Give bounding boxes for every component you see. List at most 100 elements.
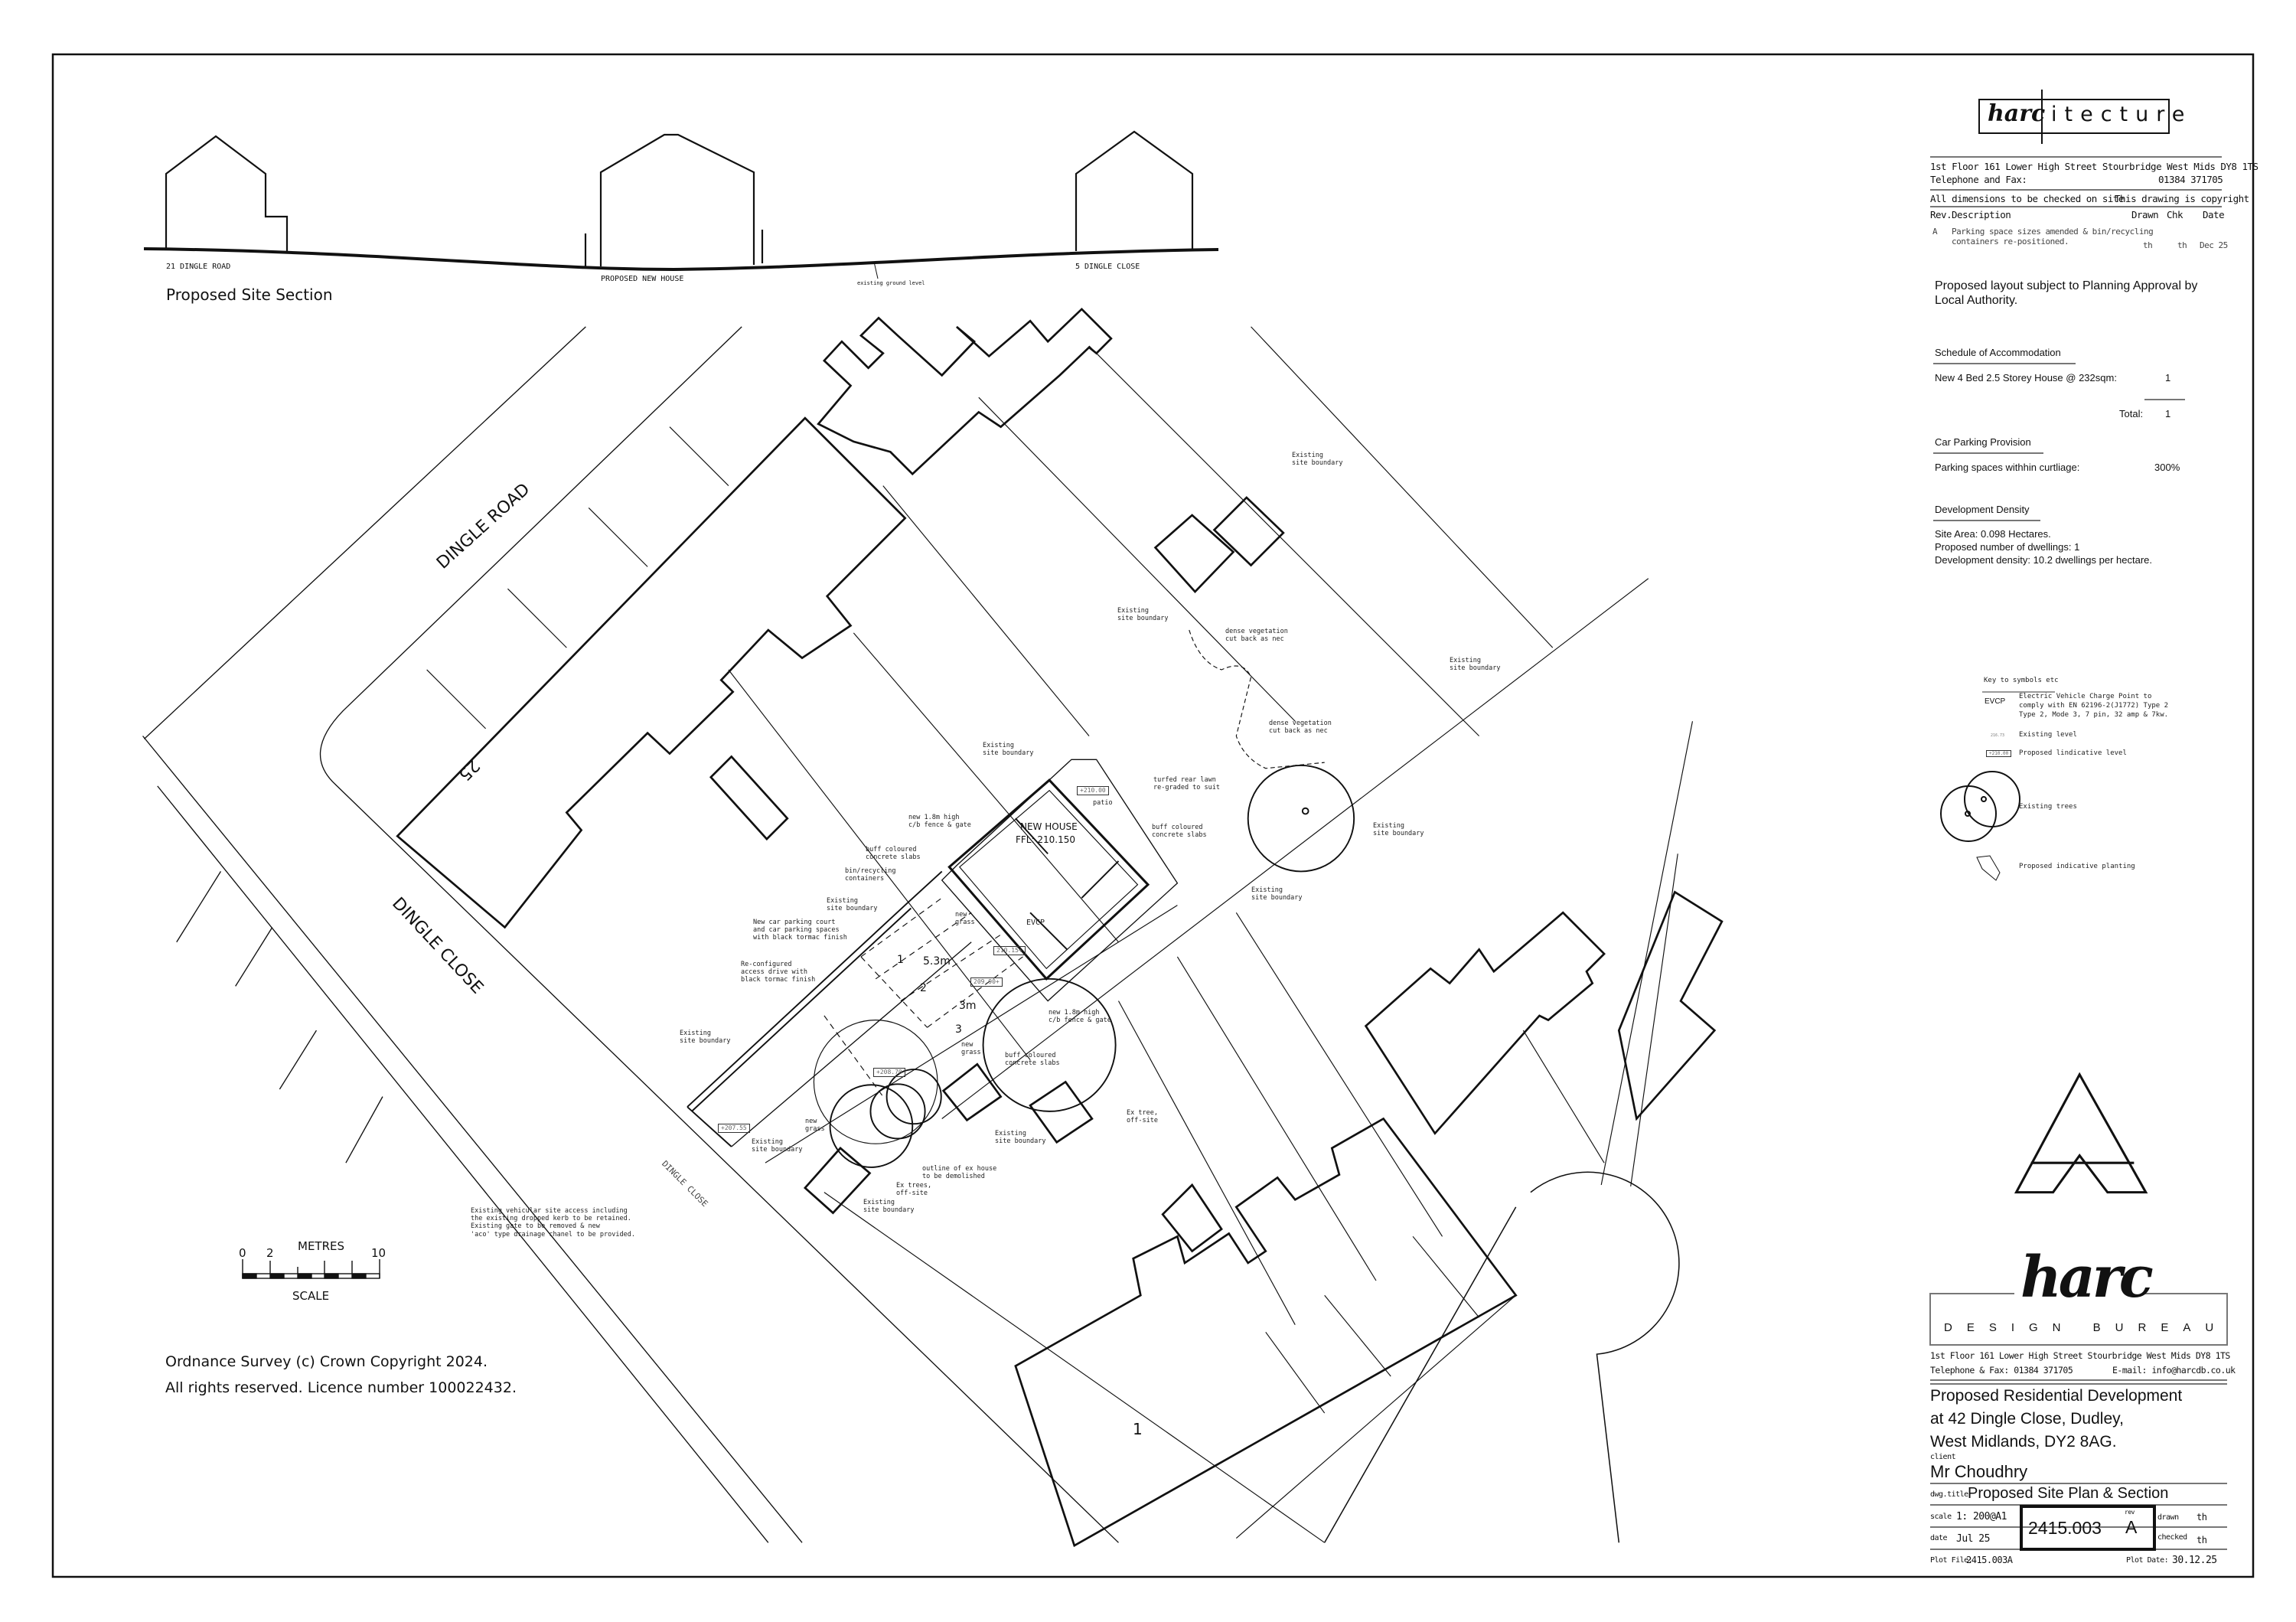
annotation-slabs: buff coloured concrete slabs — [1152, 824, 1207, 840]
annotation-site-boundary: Existing site boundary — [827, 897, 878, 913]
building-north — [817, 307, 1113, 476]
outbuilding — [1161, 1183, 1223, 1253]
parking-bay-3: 3 — [955, 1023, 962, 1036]
checked-value: th — [2197, 1535, 2207, 1545]
proposed-level: +208.70 — [873, 1068, 905, 1077]
density-site-area: Site Area: 0.098 Hectares. — [1935, 528, 2051, 540]
copyright-line-1: Ordnance Survey (c) Crown Copyright 2024… — [165, 1353, 488, 1370]
plot-boundaries — [426, 326, 1694, 1543]
planting-symbol — [1976, 855, 2001, 881]
revision-drawn: th — [2143, 240, 2153, 250]
section-label-ground-level: existing ground level — [857, 280, 925, 286]
scale-tick-2: 2 — [266, 1246, 274, 1260]
rev-header-date: Date — [2203, 209, 2225, 220]
access-wall — [687, 870, 943, 1112]
annotation-demolish: outline of ex house to be demolished — [922, 1165, 997, 1181]
new-house-ffl: FFL: 210.150 — [1016, 834, 1075, 845]
key-evcp-symbol: EVCP — [1985, 697, 2006, 706]
section-title: Proposed Site Section — [166, 286, 333, 304]
title-block-lines — [1929, 1293, 2228, 1551]
client-name: Mr Choudhry — [1930, 1462, 2028, 1481]
annotation-vegetation: dense vegetation cut back as nec — [1225, 628, 1288, 644]
house-number-1: 1 — [1133, 1420, 1143, 1438]
schedule-item-value: 1 — [2165, 372, 2171, 383]
outbuilding — [709, 755, 789, 841]
planning-note: Proposed layout subject to Planning Appr… — [1935, 279, 2198, 308]
annotation-bins: bin/recycling containers — [845, 867, 896, 883]
existing-trees — [813, 764, 1355, 1168]
north-arrow — [2014, 1072, 2148, 1194]
dimensions-note: All dimensions to be checked on site — [1930, 193, 2124, 204]
scale-bar — [242, 1259, 380, 1279]
annotation-fence: new 1.8m high c/b fence & gate — [908, 814, 971, 830]
site-boundary-new — [941, 759, 1179, 1002]
key-existing-level-sample: 216.73 — [1991, 733, 2005, 738]
parking-width-dimension: 3m — [959, 1000, 977, 1012]
annotation-ex-trees: Ex trees, off-site — [896, 1182, 932, 1198]
section-label-new-house: PROPOSED NEW HOUSE — [601, 275, 684, 283]
harcitecture-logo-right: itecture — [2051, 103, 2193, 126]
proposed-level: +207.55 — [718, 1124, 750, 1133]
key-planting: Proposed indicative planting — [2019, 863, 2135, 870]
parking-bay-2: 2 — [920, 982, 927, 994]
parking-title: Car Parking Provision — [1935, 436, 2031, 448]
header-address: 1st Floor 161 Lower High Street Stourbri… — [1930, 161, 2258, 172]
parking-depth-dimension: 5.3m — [923, 955, 951, 968]
tree-trunk — [1301, 807, 1309, 815]
annotation-site-boundary: Existing site boundary — [1373, 822, 1424, 838]
parking-value: 300% — [2154, 462, 2180, 473]
copyright-note: This drawing is copyright — [2115, 193, 2249, 204]
density-dwellings: Proposed number of dwellings: 1 — [1935, 541, 2080, 553]
annotation-new-grass: new grass — [955, 911, 975, 927]
drawing-number: 2415.003 — [2028, 1518, 2102, 1538]
site-section — [143, 130, 1219, 279]
proposed-level: +210.00 — [1077, 786, 1109, 795]
scale-tick-0: 0 — [239, 1246, 246, 1260]
rev-label: rev — [2125, 1509, 2135, 1516]
key-title: Key to symbols etc — [1984, 677, 2059, 684]
plot-file: 2415.003A — [1966, 1555, 2013, 1565]
drawing-number-box — [2020, 1505, 2156, 1551]
ground-level-leader — [873, 261, 879, 279]
scale-label-tb: scale — [1930, 1513, 1952, 1521]
garage — [803, 1147, 872, 1215]
dwg-title-label: dwg.title — [1930, 1490, 1968, 1499]
tree-canopy — [813, 1020, 938, 1144]
tree-canopy — [982, 977, 1117, 1112]
title-address: 1st Floor 161 Lower High Street Stourbri… — [1930, 1350, 2230, 1361]
schedule-total-value: 1 — [2165, 408, 2171, 419]
scale-label: SCALE — [292, 1289, 330, 1303]
outbuilding — [1212, 496, 1285, 567]
annotation-site-boundary: Existing site boundary — [1450, 657, 1501, 673]
annotation-slabs: buff coloured concrete slabs — [866, 846, 921, 862]
rev-value: A — [2125, 1517, 2138, 1537]
key-proposed-level: Proposed lindicative level — [2019, 749, 2127, 757]
project-line-3: West Midlands, DY2 8AG. — [1930, 1433, 2117, 1451]
plot-date: 30.12.25 — [2172, 1555, 2217, 1566]
sheet-border — [51, 53, 2255, 1578]
project-line-1: Proposed Residential Development — [1930, 1387, 2183, 1405]
new-house-site — [687, 759, 1179, 1147]
parking-bay-1: 1 — [897, 954, 904, 966]
annotation-site-boundary: Existing site boundary — [1292, 452, 1343, 468]
revision-date: Dec 25 — [2200, 240, 2228, 250]
road-edges — [142, 326, 1119, 1543]
section-proposed-new-house — [599, 133, 755, 266]
annotation-evcp: EVCP — [1026, 919, 1045, 927]
scale-value: 1: 200@A1 — [1956, 1511, 2007, 1522]
harcitecture-logo-left: harc — [1988, 100, 2046, 127]
annotation-site-boundary: Existing site boundary — [1117, 607, 1169, 623]
plot-date-label: Plot Date: — [2126, 1556, 2169, 1565]
annotation-site-boundary: Existing site boundary — [752, 1138, 803, 1154]
annotation-site-boundary: Existing site boundary — [1251, 886, 1303, 902]
new-house-label: NEW HOUSE — [1020, 821, 1078, 832]
tree-symbol — [1940, 785, 1997, 842]
rev-header-chk: Chk — [2167, 209, 2183, 220]
rev-header-drawn: Drawn — [2131, 209, 2159, 220]
tree-canopy — [1247, 764, 1355, 873]
date-label: date — [1930, 1534, 1948, 1542]
drawn-value: th — [2197, 1512, 2207, 1522]
header-phone-label: Telephone and Fax: — [1930, 174, 2027, 185]
existing-buildings — [396, 307, 1724, 1548]
annotation-rear-lawn: turfed rear lawn re-graded to suit — [1153, 776, 1220, 792]
